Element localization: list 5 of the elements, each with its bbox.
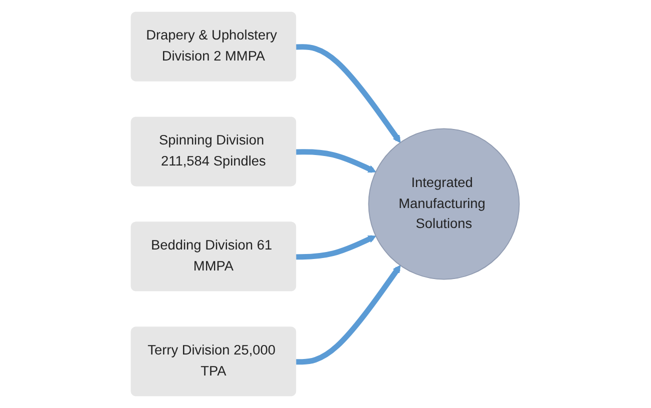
- arrow: [296, 44, 401, 143]
- arrow: [296, 235, 376, 260]
- node-circle: Integrated Manufacturing Solutions: [368, 128, 520, 280]
- arrow: [296, 149, 376, 173]
- arrow: [296, 265, 401, 365]
